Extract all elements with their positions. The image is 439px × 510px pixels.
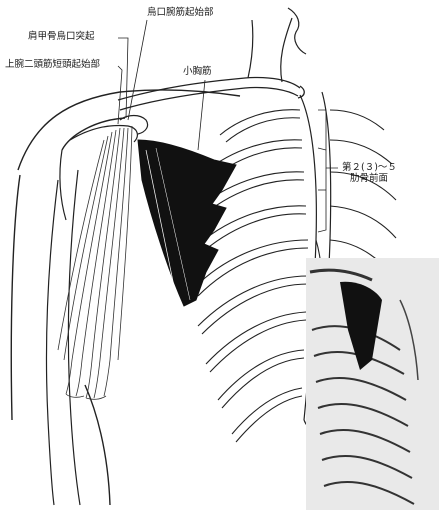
body-outline bbox=[11, 90, 240, 505]
scapula bbox=[60, 116, 148, 221]
pectoralis-minor-muscle bbox=[138, 140, 236, 306]
label-coracobrachialis-origin: 烏口腕筋起始部 bbox=[147, 8, 214, 19]
inset-photo bbox=[306, 258, 439, 510]
label-ribs-line2: 肋骨前面 bbox=[342, 174, 397, 185]
humerus bbox=[46, 170, 80, 505]
clavicle bbox=[118, 77, 304, 110]
label-ribs-anterior: 第２(３)～５ 肋骨前面 bbox=[342, 163, 397, 185]
label-pectoralis-minor: 小胸筋 bbox=[183, 67, 212, 78]
neck bbox=[248, 8, 306, 82]
label-coracoid-process: 肩甲骨烏口突起 bbox=[28, 32, 95, 43]
label-biceps-short-head-origin: 上腕二頭筋短頭起始部 bbox=[5, 60, 100, 71]
